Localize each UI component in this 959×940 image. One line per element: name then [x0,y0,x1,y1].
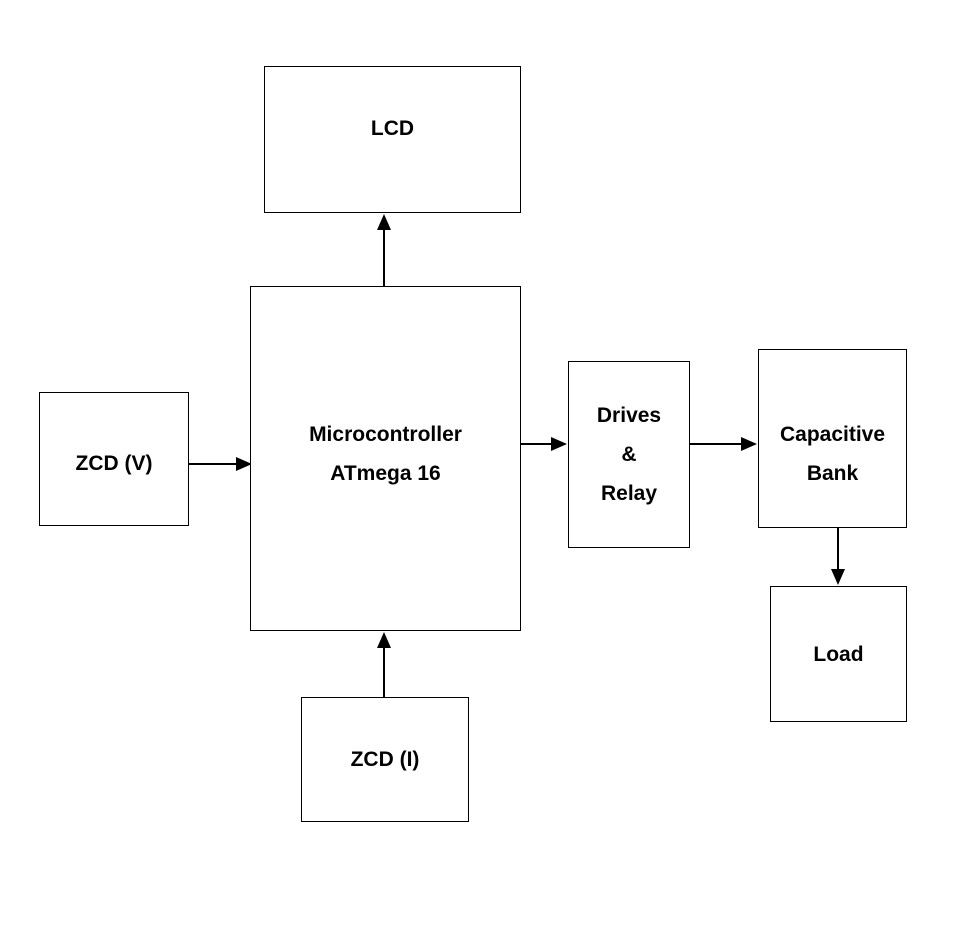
block-capacitive-bank-label-line2: Bank [806,461,859,485]
block-load: Load [770,586,907,722]
block-drives-relay-label-line2: & [621,443,637,466]
block-drives-relay-label-line1: Drives [596,404,662,427]
arrow-zcdv-to-microcontroller [180,457,252,471]
block-drives-relay: Drives & Relay [568,361,690,548]
block-zcd-v: ZCD (V) [39,392,189,526]
block-microcontroller-label-line2: ATmega 16 [330,461,441,485]
block-zcd-i: ZCD (I) [301,697,469,822]
block-zcd-v-label: ZCD (V) [75,451,153,475]
block-zcd-i-label: ZCD (I) [350,748,420,771]
arrow-microcontroller-to-lcd [377,214,391,286]
block-capacitive-bank-label-line1: Capacitive [779,422,886,446]
block-load-label: Load [813,642,864,666]
block-drives-relay-label: Drives & Relay [597,396,661,513]
block-drives-relay-label-line3: Relay [600,482,658,505]
block-lcd-label: LCD [370,117,415,140]
arrow-capacitive-bank-to-load [831,528,845,585]
arrow-zcdi-to-microcontroller [377,632,391,697]
arrow-drives-to-capacitive-bank [690,437,757,451]
arrow-microcontroller-to-drives [521,437,567,451]
block-lcd: LCD [264,66,521,213]
block-microcontroller-label-line1: Microcontroller [309,422,462,446]
